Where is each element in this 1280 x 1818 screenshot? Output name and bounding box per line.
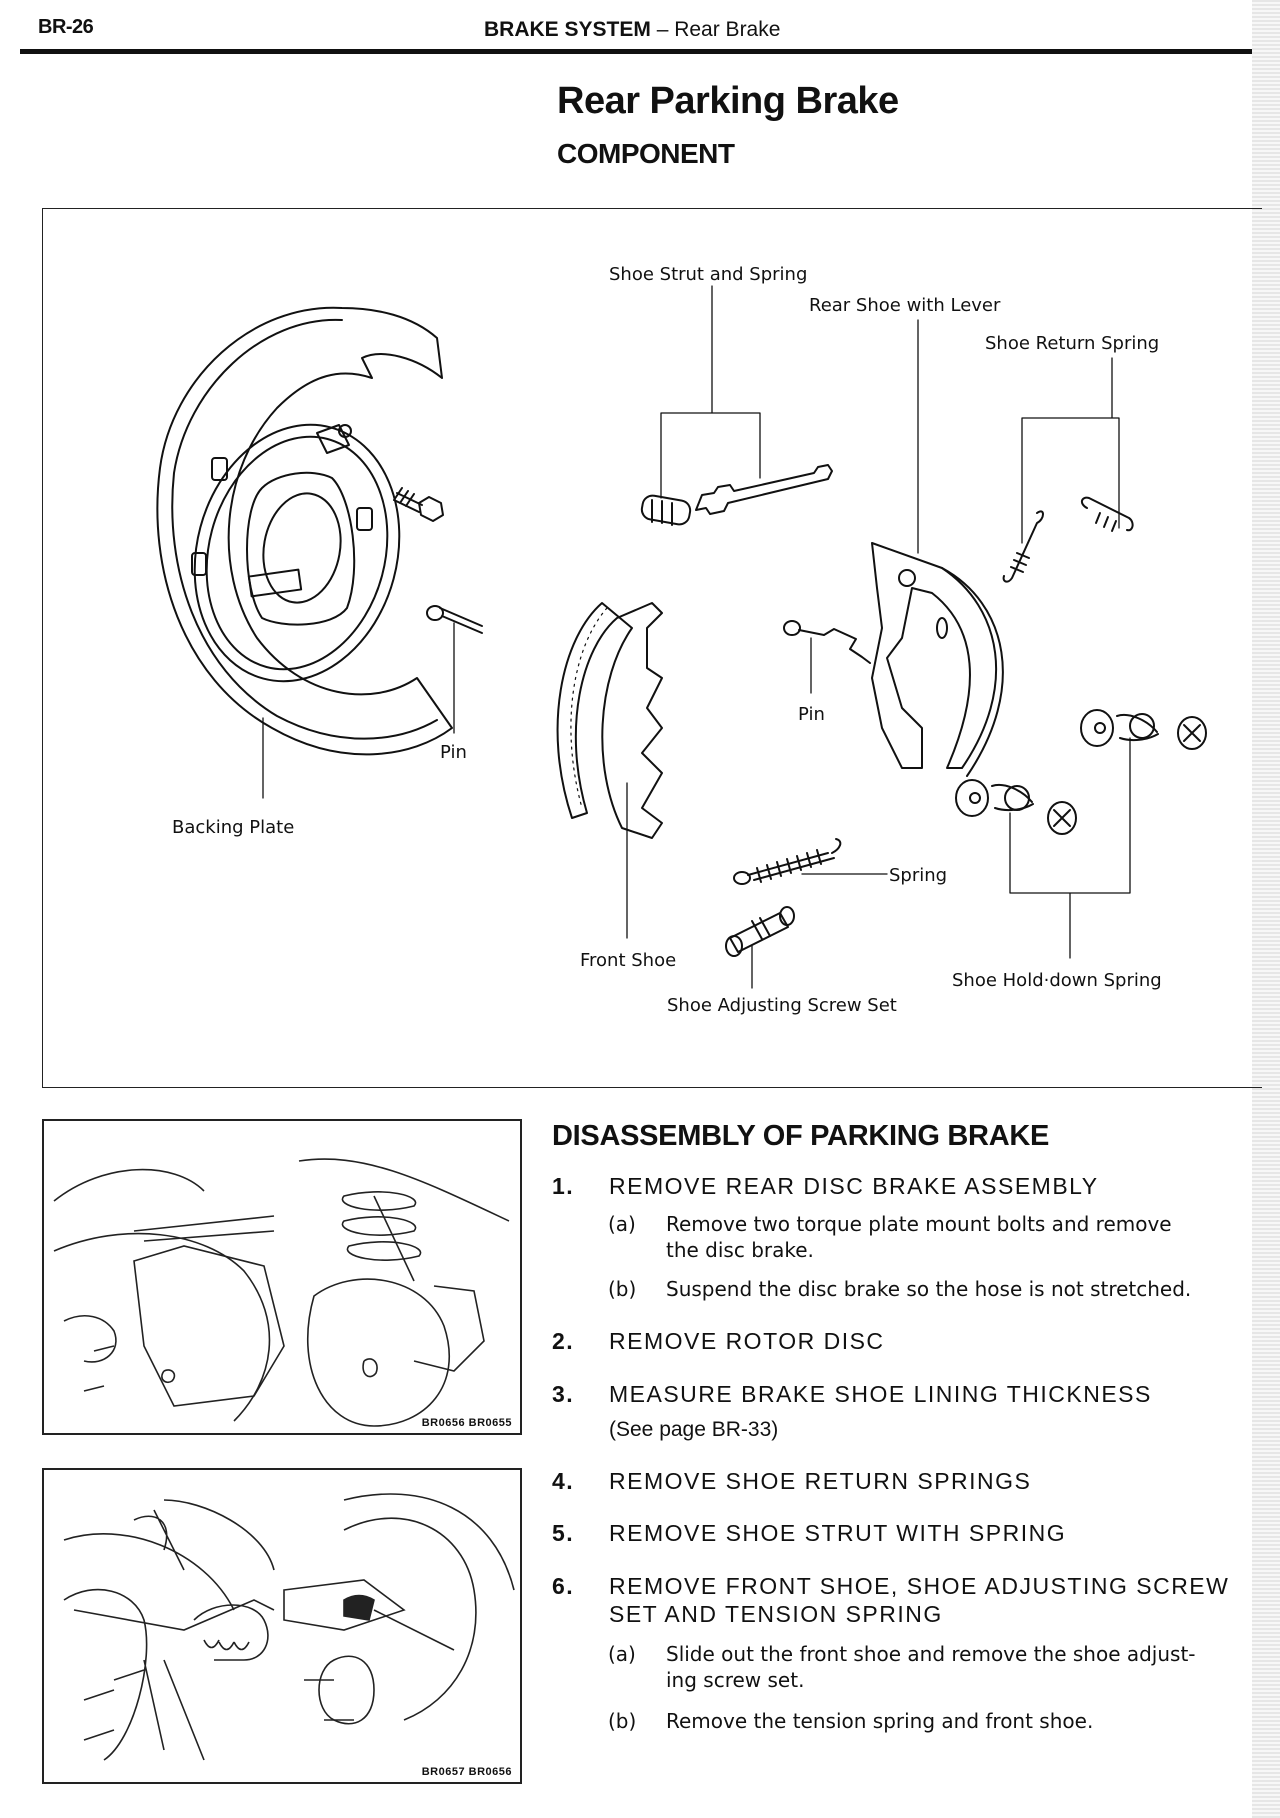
component-diagram-frame	[42, 208, 1262, 1088]
running-header-section: BRAKE SYSTEM	[484, 18, 651, 41]
pin-lower-illustration	[426, 605, 483, 634]
page-number: BR-26	[38, 16, 94, 38]
return-spring-illustration	[1002, 496, 1134, 583]
sub-step-text: Suspend the disc brake so the hose is no…	[666, 1277, 1192, 1301]
tension-spring-illustration	[733, 838, 842, 885]
leader-hold-down-spring	[1009, 737, 1131, 959]
step-number: 5.	[552, 1520, 575, 1546]
step-text: REMOVE ROTOR DISC	[609, 1328, 885, 1354]
step-number: 1.	[552, 1173, 575, 1199]
disc-brake-illustration	[53, 1158, 510, 1427]
label-front-shoe: Front Shoe	[580, 950, 676, 971]
label-spring: Spring	[889, 865, 947, 886]
label-pin-upper: Pin	[798, 704, 825, 725]
figure-code: BR0656 BR0655	[421, 1417, 512, 1429]
page-title: Rear Parking Brake	[557, 80, 899, 122]
adjusting-screw-illustration	[725, 906, 795, 957]
bolt-illustration	[393, 487, 444, 522]
label-shoe-strut-and-spring: Shoe Strut and Spring	[609, 264, 807, 285]
component-diagram: Backing Plate Pin Shoe Strut and Spring …	[156, 264, 1207, 1016]
sub-step-text-cont: the disc brake.	[666, 1238, 814, 1262]
sub-step-letter: (a)	[608, 1212, 636, 1236]
label-backing-plate: Backing Plate	[172, 817, 294, 838]
step-number: 2.	[552, 1328, 575, 1354]
header-rule	[20, 49, 1260, 54]
sub-step-text-cont: ing screw set.	[666, 1668, 805, 1692]
sub-step-letter: (a)	[608, 1642, 636, 1666]
scan-edge	[1252, 0, 1280, 1818]
figure-remove-disc-brake: BR0656 BR0655	[42, 1119, 522, 1435]
label-shoe-adjusting-screw-set: Shoe Adjusting Screw Set	[667, 995, 897, 1016]
step-number: 3.	[552, 1381, 575, 1407]
running-header-subsection: – Rear Brake	[650, 18, 781, 41]
leader-shoe-strut	[660, 285, 761, 499]
sub-step-text: Slide out the front shoe and remove the …	[666, 1642, 1196, 1666]
running-header: BRAKE SYSTEM – Rear Brake	[484, 18, 780, 42]
disassembly-title: DISASSEMBLY OF PARKING BRAKE	[552, 1120, 1050, 1152]
label-pin-lower: Pin	[440, 742, 467, 763]
section-title: COMPONENT	[557, 138, 735, 169]
step-text: REMOVE FRONT SHOE, SHOE ADJUSTING SCREW	[609, 1573, 1230, 1599]
sub-step-text: Remove two torque plate mount bolts and …	[666, 1212, 1172, 1236]
label-rear-shoe-with-lever: Rear Shoe with Lever	[809, 295, 1001, 316]
sub-step-text: Remove the tension spring and front shoe…	[666, 1709, 1094, 1733]
figure-remove-front-shoe: BR0657 BR0656	[42, 1468, 522, 1784]
label-shoe-hold-down-spring: Shoe Hold·down Spring	[952, 970, 1162, 991]
step-text: REMOVE SHOE RETURN SPRINGS	[609, 1468, 1032, 1494]
label-shoe-return-spring: Shoe Return Spring	[985, 333, 1159, 354]
step-text: MEASURE BRAKE SHOE LINING THICKNESS	[609, 1381, 1152, 1407]
rear-shoe-illustration	[871, 542, 1004, 777]
sub-step-letter: (b)	[608, 1709, 637, 1733]
sub-step-letter: (b)	[608, 1277, 637, 1301]
front-shoe-illustration	[556, 602, 663, 839]
step-text-cont: SET AND TENSION SPRING	[609, 1601, 943, 1627]
figure-code: BR0657 BR0656	[421, 1766, 512, 1778]
pin-upper-illustration	[783, 620, 871, 664]
step-text: REMOVE REAR DISC BRAKE ASSEMBLY	[609, 1173, 1099, 1199]
step-number: 4.	[552, 1468, 575, 1494]
backing-plate-illustration	[156, 306, 453, 756]
shoe-strut-illustration	[640, 464, 833, 526]
hold-down-spring-illustration	[955, 709, 1207, 835]
front-shoe-removal-illustration	[63, 1493, 515, 1761]
step-number: 6.	[552, 1573, 575, 1599]
step-text: REMOVE SHOE STRUT WITH SPRING	[609, 1520, 1067, 1546]
leader-shoe-return-spring	[1021, 357, 1120, 544]
page-reference: (See page BR-33)	[609, 1418, 779, 1441]
